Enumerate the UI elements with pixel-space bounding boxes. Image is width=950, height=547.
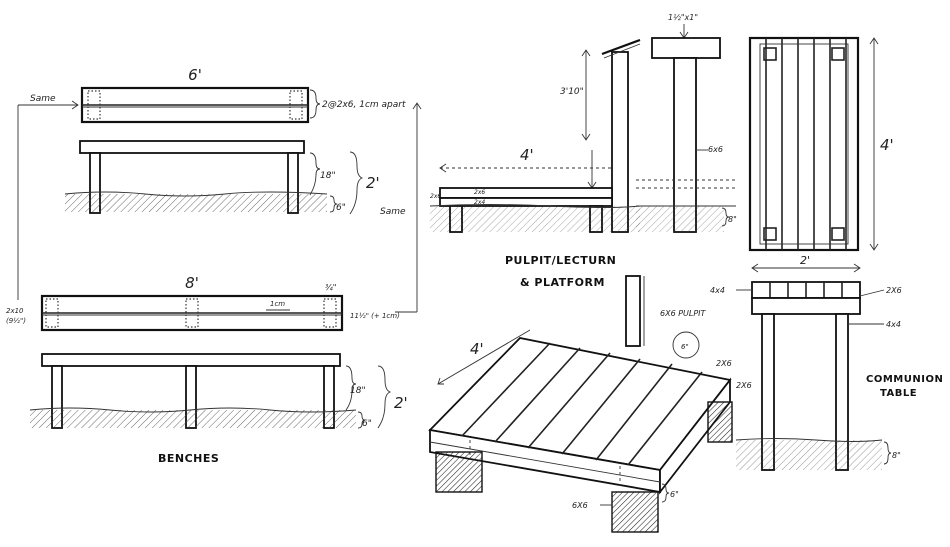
platform-leg-6x6: 6X6 (572, 501, 588, 510)
platform-2x6-a: 2X6 (716, 359, 732, 368)
pulpit-title-line2: & PLATFORM (520, 276, 605, 289)
pulpit-bury: 8" (728, 215, 737, 224)
bench-8ft-seat-height: 18" (350, 386, 366, 396)
same-label-right: Same (380, 207, 406, 217)
pulpit-post-callout: 6X6 PULPIT (660, 309, 707, 318)
same-label-left: Same (30, 94, 56, 104)
table-4x4-top-label: 4x4 (710, 286, 725, 295)
bench-8ft-length-label: 8' (185, 274, 199, 292)
platform-size-label: 4' (470, 340, 484, 358)
table-side-view: 2' 4x4 2X6 4x4 8" (710, 254, 902, 471)
bench-width-note: 11½" (+ 1cm) (350, 312, 400, 320)
bench-6ft-bury: 6" (336, 203, 346, 213)
bench-gap-1cm: 1cm (270, 300, 285, 308)
table-bury-label: 8" (892, 451, 901, 460)
table-4x4-leg-label: 4x4 (886, 320, 901, 329)
same-arrow-right: Same (380, 102, 422, 313)
table-length-label: 4' (880, 136, 894, 154)
bench-top-note: 2@2x6, 1cm apart (322, 100, 406, 110)
bench-side-2x10: 2x10 (6, 307, 24, 315)
table-title-line1: COMMUNION (866, 374, 943, 385)
bench-8ft-top-view: 8' 2x10 (9½") 1cm ¾" 11½" (+ 1cm) (6, 274, 400, 332)
table-top-view: 4' (748, 36, 894, 252)
pulpit-top-size: 1½"x1" (668, 13, 698, 22)
bench-8ft-total-height: 2' (394, 394, 408, 412)
pulpit-height-label: 3'10" (560, 87, 584, 97)
platform-perspective: 6X6 PULPIT 6" 4' 2X6 2X6 6X6 6" (428, 275, 752, 533)
table-title-line2: TABLE (880, 388, 917, 399)
platform-leg-height: 6" (670, 490, 679, 499)
pulpit-front-view: 1½"x1" 6x6 8" (636, 13, 737, 233)
bench-three-quarter: ¾" (325, 283, 336, 292)
bench-6ft-total-height: 2' (366, 174, 380, 192)
pulpit-circle-detail: 6" (681, 343, 689, 351)
benches-title: BENCHES (158, 452, 219, 465)
platform-2x6-b: 2X6 (736, 381, 752, 390)
table-2x6-label: 2X6 (886, 286, 902, 295)
pulpit-post-label: 6x6 (708, 145, 723, 154)
pulpit-2x6-b: 2x6 (474, 189, 485, 196)
pulpit-length-label: 4' (520, 146, 534, 164)
pulpit-side-view: 3'10" 4' 2x6 2x6 2x4 (429, 38, 641, 233)
bench-side-9half: (9½") (6, 317, 26, 325)
pulpit-title-line1: PULPIT/LECTURN (505, 254, 616, 267)
bench-8ft-bury: 6" (362, 419, 372, 429)
bench-6ft-side-view: 18" 6" 2' (64, 140, 380, 215)
pulpit-2x4: 2x4 (474, 199, 485, 206)
bench-8ft-side-view: 18" 6" 2' (29, 353, 408, 429)
pulpit-2x6: 2x6 (430, 193, 441, 200)
bench-6ft-seat-height: 18" (320, 171, 336, 181)
bench-6ft-length-label: 6' (188, 66, 202, 84)
bench-6ft-top-view: 6' 2@2x6, 1cm apart (80, 66, 406, 124)
table-width-label: 2' (800, 254, 810, 267)
same-arrow-left: Same (17, 94, 79, 300)
